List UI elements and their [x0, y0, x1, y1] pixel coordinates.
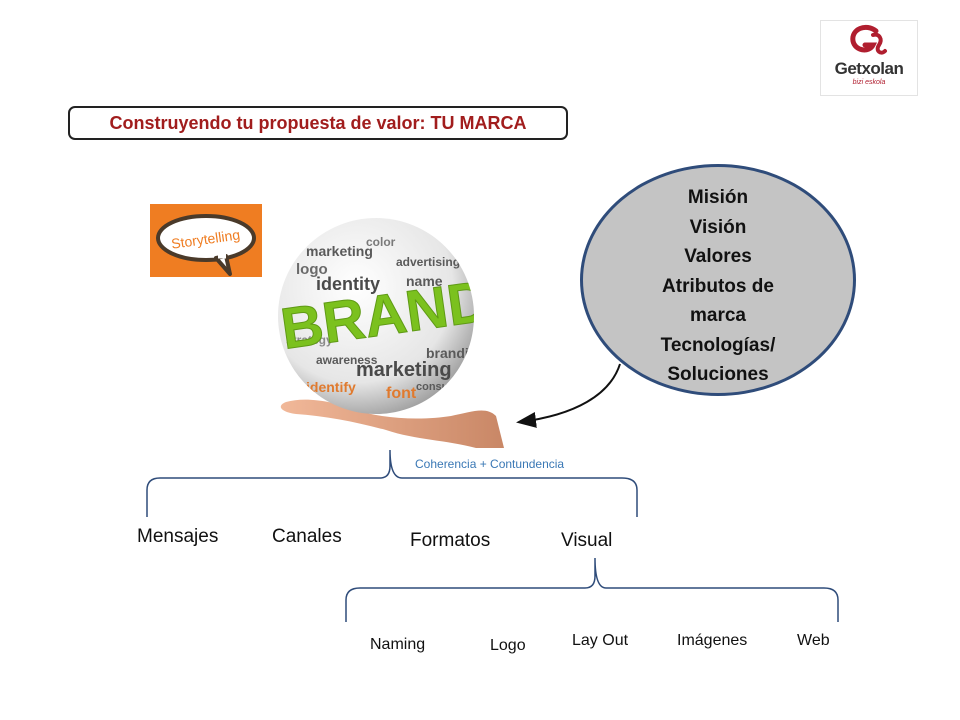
label-mensajes: Mensajes: [137, 526, 219, 547]
globe-word: identify: [306, 379, 356, 395]
circle-line: Soluciones: [667, 364, 769, 385]
circle-line: Tecnologías/: [660, 334, 776, 356]
globe-word: marketing: [356, 359, 452, 381]
brand-globe-icon: marketing color advertising logo identit…: [278, 218, 504, 448]
globe-word: name: [406, 273, 443, 289]
circle-line: marca: [690, 305, 746, 326]
circle-line: Visión: [689, 216, 747, 238]
globe-word: font: [386, 385, 417, 402]
arrow-connector: [516, 363, 621, 428]
page-title: Construyendo tu propuesta de valor: TU M…: [109, 112, 527, 133]
circle-line: Atributos de: [662, 275, 774, 297]
circle-line: Misión: [687, 187, 749, 208]
globe-word: branding: [426, 345, 486, 361]
circle-line: Valores: [684, 246, 752, 267]
globe-word: logo: [296, 261, 328, 278]
label-layout: Lay Out: [572, 632, 629, 649]
globe-word: strategy: [286, 333, 333, 347]
label-imagenes: Imágenes: [677, 632, 748, 649]
label-visual: Visual: [561, 530, 613, 551]
globe-word: identity: [316, 274, 380, 294]
globe-word: marketing: [306, 243, 373, 259]
title-box: Construyendo tu propuesta de valor: TU M…: [68, 106, 568, 140]
logo-name: Getxolan: [834, 59, 904, 78]
getxolan-mark-icon: [850, 24, 887, 55]
getxolan-logo: Getxolan bizi eskola: [820, 20, 918, 96]
top-bracket: [146, 449, 638, 517]
storytelling-badge: Storytelling: [150, 204, 262, 277]
mission-circle: Misión Visión Valores Atributos de marca…: [580, 164, 856, 396]
coherence-label: Coherencia + Contundencia: [415, 457, 565, 471]
speech-bubble-icon: Storytelling: [156, 214, 256, 276]
label-canales: Canales: [272, 526, 342, 547]
label-naming: Naming: [370, 636, 426, 653]
globe-word: color: [366, 235, 396, 249]
label-formatos: Formatos: [410, 530, 491, 551]
label-web: Web: [797, 632, 830, 649]
bottom-bracket: [345, 557, 839, 622]
logo-tagline: bizi eskola: [852, 79, 886, 86]
globe-word: awareness: [316, 353, 378, 367]
brand-globe-image: marketing color advertising logo identit…: [276, 216, 504, 448]
label-logo: Logo: [490, 637, 526, 654]
globe-word: advertising: [396, 255, 460, 269]
circle-text: Misión Visión Valores Atributos de marca…: [583, 183, 853, 390]
